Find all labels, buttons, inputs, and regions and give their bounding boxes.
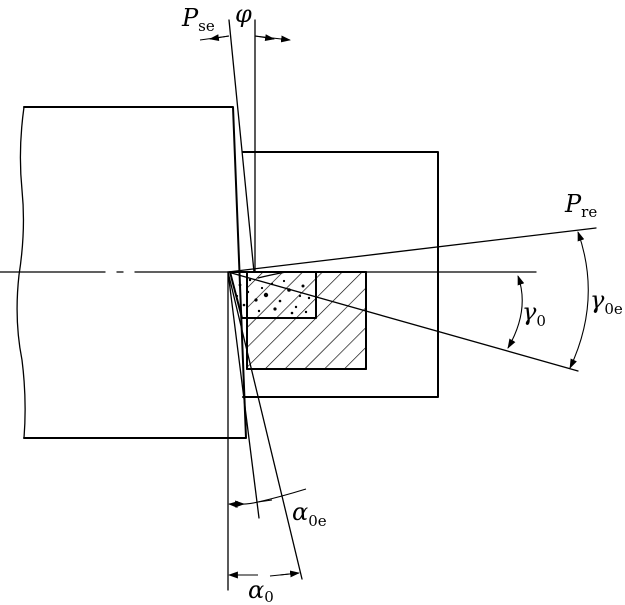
hatched-section <box>248 273 365 368</box>
label-p-re: Pre <box>564 190 597 221</box>
label-gamma0e: γ0e <box>590 286 623 318</box>
gamma0e-arc <box>569 231 589 369</box>
label-gamma0: γ0 <box>522 298 546 330</box>
gamma0-arc <box>507 275 525 349</box>
label-alpha0: α0 <box>248 576 274 605</box>
gamma0-line <box>227 271 579 372</box>
flank-line-inner <box>227 271 260 519</box>
p-se-plane-line <box>228 19 255 273</box>
flank-line-outer <box>227 271 303 580</box>
label-phi: φ <box>235 0 252 28</box>
p-re-line <box>227 227 597 273</box>
label-alpha0e: α0e <box>292 498 327 530</box>
label-p-se: Pse <box>181 4 215 35</box>
break-line <box>16 106 26 439</box>
